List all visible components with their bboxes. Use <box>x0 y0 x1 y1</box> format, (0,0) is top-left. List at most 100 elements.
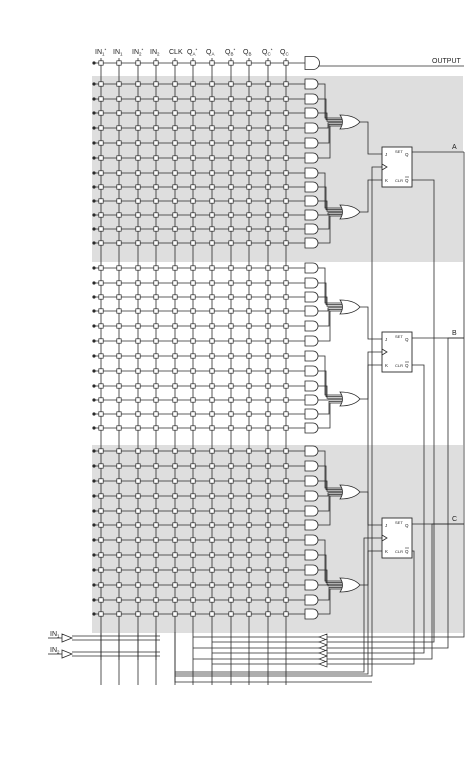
fuse-node <box>266 213 270 217</box>
ff-set-label: SET <box>395 520 403 525</box>
and-gate <box>305 196 318 206</box>
and-gate <box>305 476 318 486</box>
or-input-wire <box>318 403 342 428</box>
and-gate <box>305 306 318 316</box>
fuse-node <box>136 295 140 299</box>
fuse-node <box>136 412 140 416</box>
row-start-dot <box>92 538 95 541</box>
row-start-dot <box>92 568 95 571</box>
fuse-node <box>136 538 140 542</box>
fuse-node <box>266 171 270 175</box>
fuse-node <box>191 426 195 430</box>
fuse-node <box>266 479 270 483</box>
fuse-node <box>247 612 251 616</box>
fuse-node <box>284 384 288 388</box>
column-label: QA* <box>187 48 197 57</box>
fuse-node <box>117 141 121 145</box>
fuse-node <box>136 281 140 285</box>
and-gate <box>305 321 318 331</box>
and-gate <box>305 446 318 456</box>
fuse-node <box>284 241 288 245</box>
fuse-node <box>136 509 140 513</box>
fuse-node <box>229 412 233 416</box>
fuse-node <box>266 369 270 373</box>
fuse-node <box>210 612 214 616</box>
fuse-node <box>266 583 270 587</box>
fuse-node <box>284 61 288 65</box>
fuse-node <box>136 449 140 453</box>
feedback-inverter <box>319 661 327 667</box>
column-label: IN1 <box>113 49 123 57</box>
fuse-node <box>154 412 158 416</box>
fuse-node <box>247 266 251 270</box>
fuse-node <box>229 324 233 328</box>
fuse-node <box>191 199 195 203</box>
row-start-dot <box>92 82 95 85</box>
fuse-node <box>154 612 158 616</box>
fuse-node <box>173 97 177 101</box>
row-start-dot <box>92 111 95 114</box>
fuse-node <box>117 339 121 343</box>
fuse-node <box>210 426 214 430</box>
fuse-node <box>229 494 233 498</box>
fuse-node <box>117 281 121 285</box>
fuse-node <box>154 354 158 358</box>
fuse-node <box>191 553 195 557</box>
fuse-node <box>247 227 251 231</box>
fuse-node <box>284 354 288 358</box>
fuse-node <box>284 509 288 513</box>
fuse-node <box>229 479 233 483</box>
fuse-node <box>247 449 251 453</box>
and-gate <box>305 351 318 361</box>
fuse-node <box>247 538 251 542</box>
fuse-node <box>210 141 214 145</box>
column-label: QB* <box>225 48 235 57</box>
row-start-dot <box>92 509 95 512</box>
fuse-node <box>191 464 195 468</box>
fuse-node <box>210 553 214 557</box>
fuse-node <box>117 213 121 217</box>
fuse-node <box>266 141 270 145</box>
fuse-node <box>136 384 140 388</box>
fuse-node <box>117 156 121 160</box>
row-start-dot <box>92 171 95 174</box>
fuse-node <box>117 538 121 542</box>
row-start-dot <box>92 295 95 298</box>
fuse-node <box>117 111 121 115</box>
fuse-node <box>229 61 233 65</box>
fuse-node <box>99 449 103 453</box>
fuse-node <box>229 213 233 217</box>
column-label: QB <box>243 49 251 57</box>
fuse-node <box>247 384 251 388</box>
fuse-node <box>210 241 214 245</box>
fuse-node <box>247 523 251 527</box>
fuse-node <box>99 509 103 513</box>
fuse-node <box>284 449 288 453</box>
or-input-wire <box>318 268 342 303</box>
column-label: QC <box>280 49 289 57</box>
fuse-node <box>154 523 158 527</box>
column-label-sub: B <box>248 52 251 57</box>
row-start-dot <box>92 61 95 64</box>
fuse-node <box>229 583 233 587</box>
fuse-node <box>210 568 214 572</box>
fuse-node <box>173 156 177 160</box>
fuse-node <box>154 199 158 203</box>
fuse-node <box>154 111 158 115</box>
fuse-node <box>266 523 270 527</box>
ff-k-label: K <box>385 178 388 183</box>
fuse-node <box>247 479 251 483</box>
fuse-node <box>266 509 270 513</box>
fuse-node <box>136 479 140 483</box>
fuse-node <box>284 281 288 285</box>
fuse-node <box>229 509 233 513</box>
fuse-node <box>284 156 288 160</box>
row-start-dot <box>92 126 95 129</box>
fuse-node <box>210 523 214 527</box>
fuse-node <box>229 464 233 468</box>
and-gate <box>305 153 318 163</box>
fuse-node <box>136 82 140 86</box>
fuse-node <box>136 523 140 527</box>
fuse-node <box>191 227 195 231</box>
fuse-node <box>99 398 103 402</box>
